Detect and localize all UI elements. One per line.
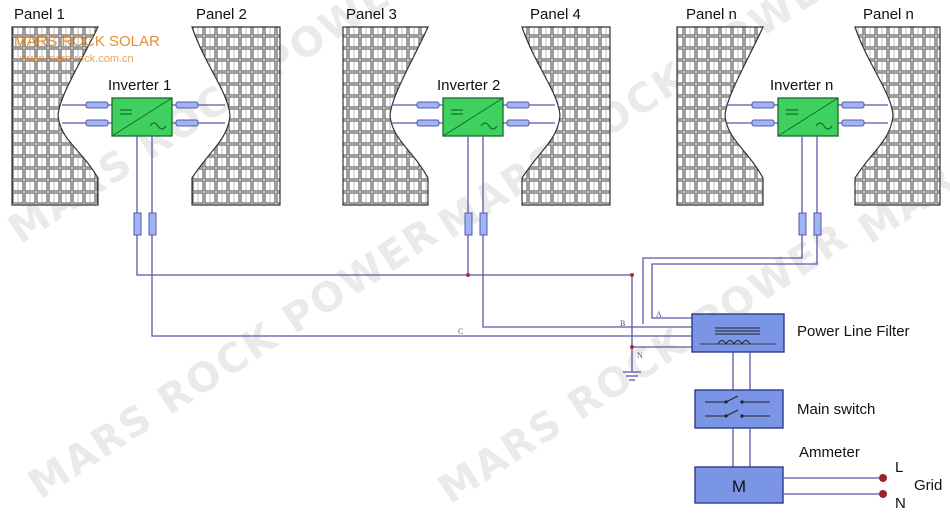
watermark-text-5: MARS ROCK POWER (430, 214, 857, 513)
inverter-n-label: Inverter n (770, 77, 833, 94)
main-switch-label: Main switch (797, 401, 875, 418)
filter-to-switch-wires (732, 352, 751, 390)
inverter-1-label: Inverter 1 (108, 77, 171, 94)
panel-n-left-shape (676, 26, 764, 206)
grid-line-label: L (895, 459, 903, 476)
bus-label-c: C (458, 327, 463, 336)
panel-3-shape (342, 26, 429, 206)
ac-wiring (136, 136, 818, 381)
switch-to-meter-wires (732, 428, 751, 467)
panel-1-label: Panel 1 (14, 6, 65, 23)
inverter-1 (111, 97, 173, 137)
ammeter (694, 466, 784, 504)
power-line-filter-label: Power Line Filter (797, 323, 910, 340)
meter-symbol: M (732, 477, 746, 496)
bus-label-n: N (637, 351, 643, 360)
power-line-filter (691, 313, 785, 353)
ammeter-label: Ammeter (799, 444, 860, 461)
grid-label: Grid (914, 477, 942, 494)
panel-4-shape (521, 26, 611, 206)
bus-label-b: B (620, 319, 625, 328)
url-watermark: www.mars-rock.com.cn (19, 53, 134, 65)
panel-1-shape (11, 26, 99, 206)
solar-panels (11, 26, 941, 206)
panel-labels: Panel 1 Panel 2 Panel 3 Panel 4 Panel n … (14, 6, 914, 23)
inverter-n (777, 97, 839, 137)
watermark-text-4: MARS ROCK POWER (20, 209, 447, 508)
bus-label-a: A (656, 310, 662, 319)
grid-terminals (879, 474, 887, 498)
main-switch (694, 389, 784, 429)
ac-fuses (133, 212, 822, 236)
panel-n-right-shape (854, 26, 941, 206)
panel-3-label: Panel 3 (346, 6, 397, 23)
panel-2-label: Panel 2 (196, 6, 247, 23)
grid-wires (783, 477, 881, 495)
panel-4-label: Panel 4 (530, 6, 581, 23)
grid-neutral-label: N (895, 495, 906, 512)
inverter-2-label: Inverter 2 (437, 77, 500, 94)
panel-n-right-label: Panel n (863, 6, 914, 23)
junction-dots (466, 273, 634, 349)
brand-watermark: MARS ROCK SOLAR (14, 33, 160, 50)
dc-connectors (85, 101, 865, 127)
panel-n-left-label: Panel n (686, 6, 737, 23)
panel-2-shape (191, 26, 281, 206)
inverter-2 (442, 97, 504, 137)
